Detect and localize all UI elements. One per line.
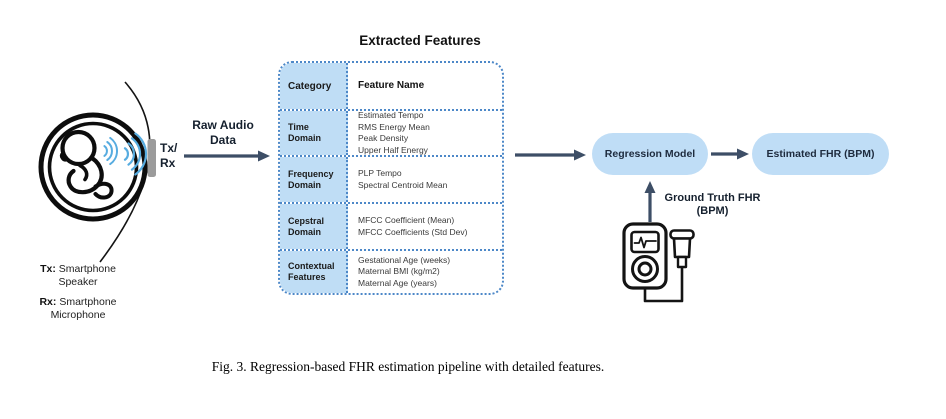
sound-waves-icon bbox=[103, 132, 148, 176]
flow-arrows bbox=[184, 148, 749, 222]
estimated-fhr-node: Estimated FHR (BPM) bbox=[752, 133, 889, 175]
raw-audio-line1: Raw Audio bbox=[192, 118, 254, 132]
tx-rx-sensor-icon bbox=[147, 139, 156, 177]
raw-audio-line2: Data bbox=[209, 132, 236, 147]
category-cell: Frequency Domain bbox=[280, 157, 348, 202]
feature-name: Gestational Age (weeks) bbox=[358, 254, 451, 265]
category-cell: Time Domain bbox=[280, 111, 348, 155]
tx-rx-label: Tx/ Rx bbox=[160, 141, 177, 171]
doppler-device-icon bbox=[622, 222, 695, 303]
feature-name: RMS Energy Mean bbox=[358, 121, 430, 132]
category-header: Category bbox=[280, 63, 348, 109]
ground-truth-line1: Ground Truth FHR bbox=[664, 192, 761, 204]
figure-caption: Fig. 3. Regression-based FHR estimation … bbox=[211, 359, 605, 374]
regression-model-node: Regression Model bbox=[592, 133, 708, 175]
legend-rx-entry: Rx: Smartphone Microphone bbox=[30, 296, 126, 322]
feature-name-header: Feature Name bbox=[358, 80, 425, 92]
legend-tx-entry: Tx: Smartphone Speaker bbox=[30, 263, 126, 289]
feature-name: MFCC Coefficient (Mean) bbox=[358, 215, 455, 225]
feature-name: Estimated Tempo bbox=[358, 110, 424, 120]
womb-fetus-icon bbox=[38, 112, 148, 222]
feature-list-cell: MFCC Coefficient (Mean)MFCC Coefficients… bbox=[348, 204, 502, 249]
legend-tx-text: Smartphone Speaker bbox=[58, 263, 116, 288]
feature-name: Upper Half Energy bbox=[358, 144, 428, 155]
tx-rx-legend: Tx: Smartphone Speaker Rx: Smartphone Mi… bbox=[30, 263, 126, 329]
feature-name: Spectral Centroid Mean bbox=[358, 179, 448, 190]
feature-name: Peak Density bbox=[358, 133, 409, 143]
feature-name: Maternal BMI (kg/m2) bbox=[358, 266, 440, 277]
rx-line: Rx bbox=[160, 156, 176, 170]
legend-tx-prefix: Tx: bbox=[40, 263, 56, 275]
table-header-row: Category Feature Name bbox=[280, 63, 502, 109]
legend-rx-prefix: Rx: bbox=[39, 296, 57, 308]
ground-truth-line2: (BPM) bbox=[696, 205, 729, 217]
feature-name: MFCC Coefficients (Std Dev) bbox=[358, 226, 468, 237]
feature-name: PLP Tempo bbox=[358, 168, 402, 178]
extracted-features-title: Extracted Features bbox=[359, 33, 481, 48]
feature-name: Maternal Age (years) bbox=[358, 277, 437, 288]
legend-rx-text: Smartphone Microphone bbox=[50, 296, 117, 321]
category-cell: Contextual Features bbox=[280, 251, 348, 293]
raw-audio-data-label: Raw Audio Data bbox=[176, 118, 270, 147]
tx-line: Tx/ bbox=[160, 141, 178, 155]
category-cell: Cepstral Domain bbox=[280, 204, 348, 249]
feature-list-cell: Gestational Age (weeks)Maternal BMI (kg/… bbox=[348, 251, 502, 293]
ground-truth-fhr-label: Ground Truth FHR (BPM) bbox=[650, 192, 775, 218]
